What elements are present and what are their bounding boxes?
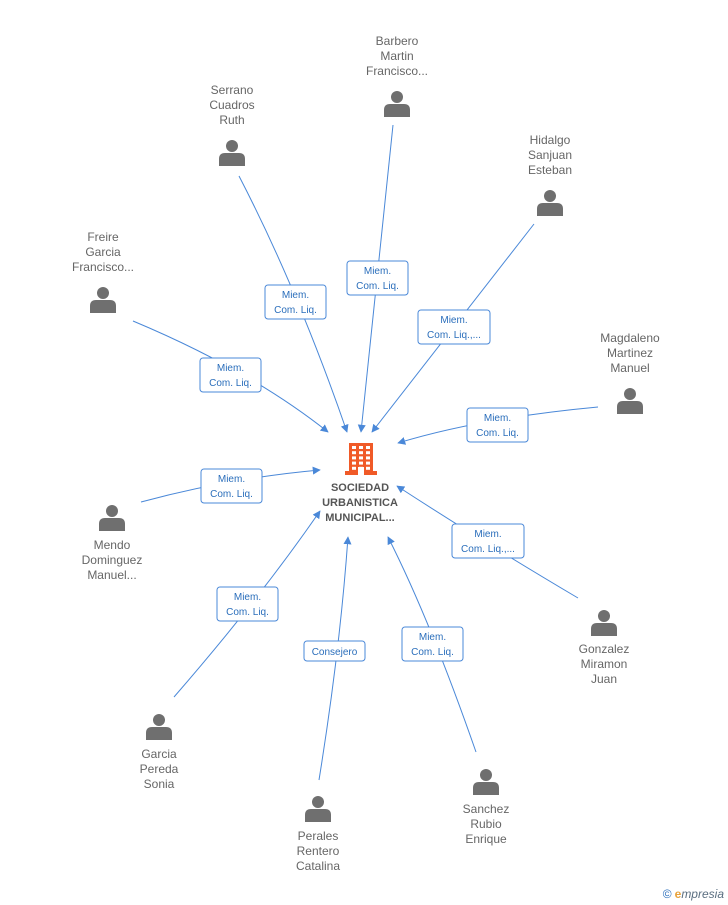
person-node-mendo[interactable]: MendoDominguezManuel... xyxy=(82,538,143,582)
person-name-line: Esteban xyxy=(528,163,572,177)
person-name-line: Francisco... xyxy=(366,64,428,78)
person-name-line: Pereda xyxy=(140,762,179,776)
role-label-line: Miem. xyxy=(218,474,245,485)
person-icon xyxy=(146,714,172,740)
person-name-line: Sanchez xyxy=(463,802,510,816)
person-name-line: Manuel xyxy=(610,361,649,375)
company-name-line: SOCIEDAD xyxy=(331,482,389,494)
role-label-line: Com. Liq.,... xyxy=(427,330,481,341)
footer-brand: ©empresia xyxy=(663,887,724,901)
brand-name: mpresia xyxy=(681,887,724,901)
person-name-line: Garcia xyxy=(85,245,121,259)
role-label: Miem. Com. Liq. xyxy=(216,586,279,622)
person-name-line: Serrano xyxy=(211,83,254,97)
person-icon xyxy=(384,91,410,117)
role-label: Miem. Com. Liq. xyxy=(466,407,529,443)
person-name-line: Juan xyxy=(591,672,617,686)
role-label-line: Miem. xyxy=(440,315,467,326)
person-icon xyxy=(537,190,563,216)
role-label: Miem. Com. Liq. xyxy=(264,284,327,320)
person-name-line: Cuadros xyxy=(209,98,254,112)
person-name-line: Mendo xyxy=(94,538,131,552)
role-label-line: Miem. xyxy=(234,592,261,603)
person-name-line: Enrique xyxy=(465,832,507,846)
person-icon xyxy=(617,388,643,414)
person-name-line: Francisco... xyxy=(72,260,134,274)
person-icon xyxy=(99,505,125,531)
person-name-line: Sonia xyxy=(144,777,175,791)
role-label: Miem. Com. Liq. xyxy=(200,468,263,504)
person-icon xyxy=(305,796,331,822)
role-label-line: Miem. xyxy=(364,266,391,277)
person-node-barbero[interactable]: BarberoMartinFrancisco... xyxy=(366,34,428,78)
person-icon xyxy=(90,287,116,313)
copyright-symbol: © xyxy=(662,887,672,901)
person-icon xyxy=(219,140,245,166)
role-label-line: Com. Liq. xyxy=(274,305,317,316)
role-label-line: Miem. xyxy=(217,363,244,374)
role-label-line: Com. Liq. xyxy=(209,378,252,389)
company-name-line: URBANISTICA xyxy=(322,497,398,509)
person-name-line: Barbero xyxy=(376,34,419,48)
role-label: Miem. Com. Liq. xyxy=(199,357,262,393)
role-label-line: Consejero xyxy=(312,647,358,658)
person-name-line: Manuel... xyxy=(87,568,136,582)
person-name-line: Rentero xyxy=(297,844,340,858)
role-label-line: Com. Liq. xyxy=(226,607,269,618)
role-label-line: Com. Liq. xyxy=(411,647,454,658)
role-label: Miem. Com. Liq.,... xyxy=(417,309,491,345)
role-label-line: Com. Liq. xyxy=(476,428,519,439)
person-name-line: Hidalgo xyxy=(530,133,571,147)
role-label-line: Miem. xyxy=(282,290,309,301)
role-label: Miem. Com. Liq.,... xyxy=(451,523,525,559)
company-node[interactable]: SOCIEDAD URBANISTICA MUNICIPAL... xyxy=(322,443,398,524)
person-name-line: Ruth xyxy=(219,113,244,127)
person-name-line: Perales xyxy=(298,829,339,843)
person-icon xyxy=(591,610,617,636)
role-label-line: Com. Liq. xyxy=(356,281,399,292)
role-label: Miem. Com. Liq. xyxy=(401,626,464,662)
person-name-line: Rubio xyxy=(470,817,502,831)
company-name-line: MUNICIPAL... xyxy=(325,512,394,524)
person-name-line: Dominguez xyxy=(82,553,143,567)
role-label-line: Miem. xyxy=(484,413,511,424)
person-name-line: Sanjuan xyxy=(528,148,572,162)
role-label-line: Miem. xyxy=(474,529,501,540)
person-name-line: Garcia xyxy=(141,747,177,761)
role-label: Miem. Com. Liq. xyxy=(346,260,409,296)
person-name-line: Miramon xyxy=(581,657,628,671)
role-label-line: Com. Liq.,... xyxy=(461,544,515,555)
person-name-line: Freire xyxy=(87,230,119,244)
person-name-line: Martinez xyxy=(607,346,653,360)
person-name-line: Gonzalez xyxy=(579,642,630,656)
person-icon xyxy=(473,769,499,795)
role-label-line: Miem. xyxy=(419,632,446,643)
brand-initial: e xyxy=(674,887,682,901)
person-node-freire[interactable]: FreireGarciaFrancisco... xyxy=(72,230,134,274)
person-name-line: Martin xyxy=(380,49,413,63)
role-label: Consejero xyxy=(303,640,366,662)
person-name-line: Magdaleno xyxy=(600,331,660,345)
role-label-line: Com. Liq. xyxy=(210,489,253,500)
building-icon xyxy=(345,443,377,475)
person-name-line: Catalina xyxy=(296,859,340,873)
